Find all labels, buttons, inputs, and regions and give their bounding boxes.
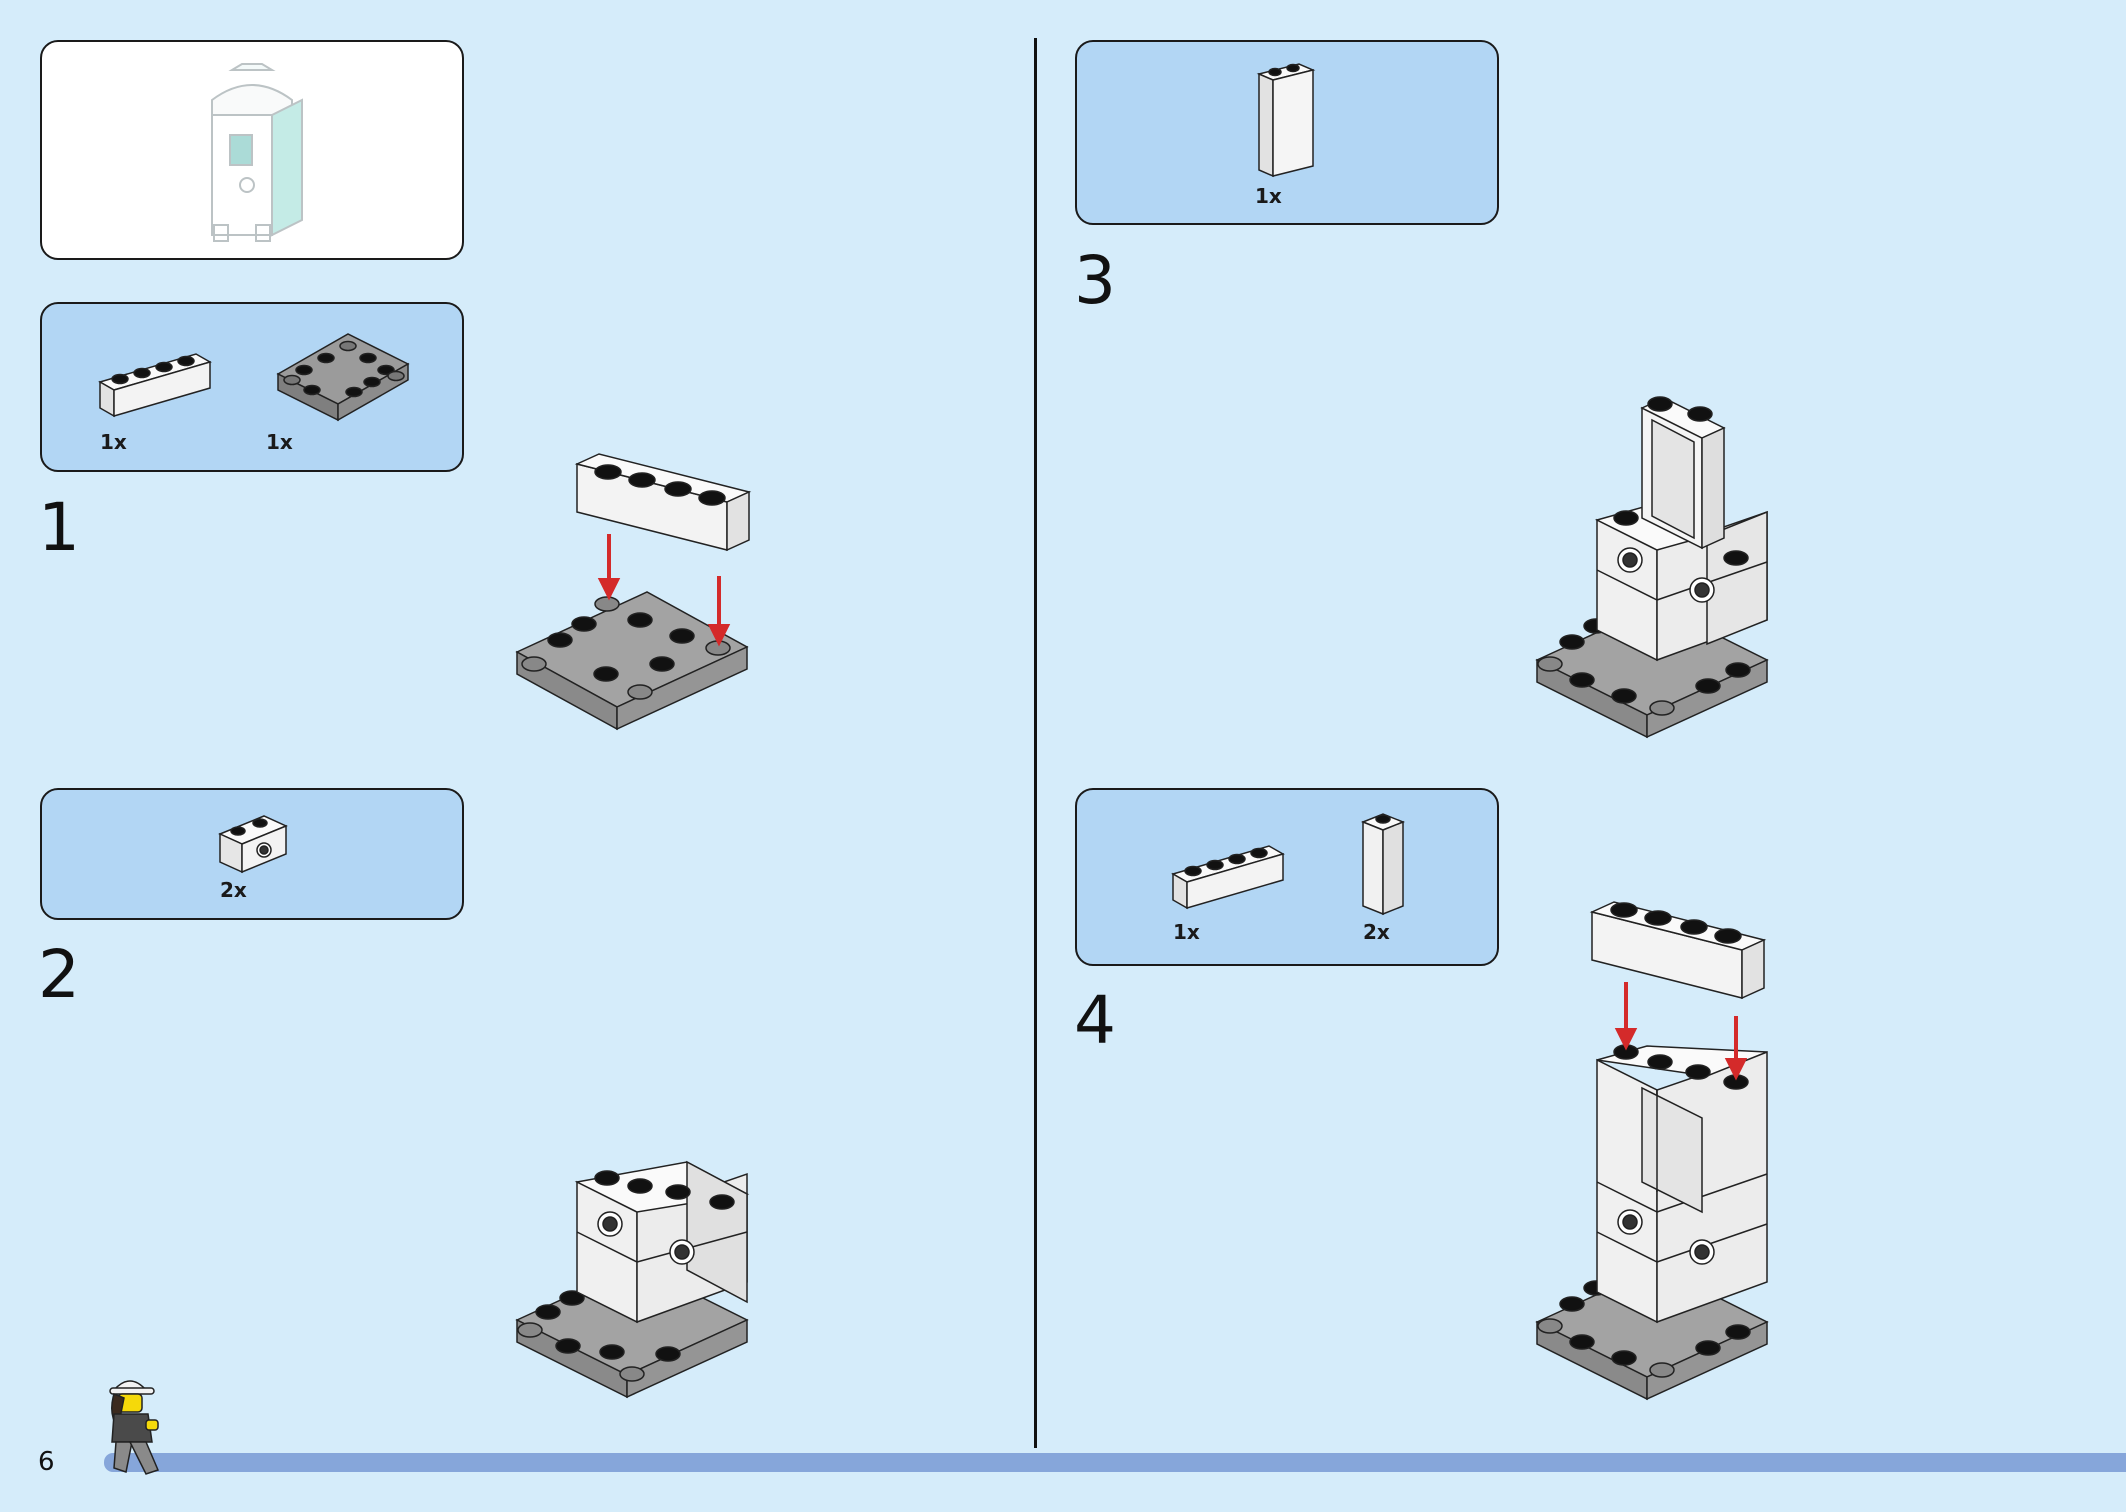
step-1-assembly-illustration bbox=[515, 453, 752, 731]
step-2-parts-box: 2x bbox=[40, 788, 464, 920]
gray-plate-4x4-icon bbox=[276, 333, 410, 422]
minifigure-worker-icon bbox=[109, 1380, 160, 1475]
step-3-number: 3 bbox=[1074, 242, 1116, 319]
white-panel-1x2x3-icon bbox=[1256, 63, 1316, 178]
step-2-number: 2 bbox=[38, 936, 80, 1013]
step-1-part-2-qty: 1x bbox=[266, 430, 293, 454]
white-brick-1x4-icon bbox=[1171, 845, 1285, 910]
step-4-parts-box: 1x 2x bbox=[1075, 788, 1499, 966]
page-number: 6 bbox=[38, 1447, 55, 1477]
step-3-assembly-illustration bbox=[1535, 396, 1769, 739]
step-4-assembly-illustration bbox=[1535, 901, 1769, 1401]
step-1-parts-box: 1x 1x bbox=[40, 302, 464, 472]
step-1-number: 1 bbox=[38, 489, 80, 566]
page-progress-bar bbox=[104, 1453, 2126, 1472]
model-preview-box bbox=[40, 40, 464, 260]
step-4-part-1-qty: 1x bbox=[1173, 920, 1200, 944]
step-1-part-1-qty: 1x bbox=[100, 430, 127, 454]
step-4-number: 4 bbox=[1074, 982, 1116, 1059]
page-column-divider bbox=[1034, 38, 1037, 1448]
portable-toilet-preview-image bbox=[211, 63, 303, 242]
step-3-part-1-qty: 1x bbox=[1255, 184, 1282, 208]
step-4-part-2-qty: 2x bbox=[1363, 920, 1390, 944]
step-2-assembly-illustration bbox=[515, 1160, 750, 1399]
step-3-parts-box: 1x bbox=[1075, 40, 1499, 225]
white-brick-1x4-icon bbox=[98, 353, 212, 418]
step-2-part-1-qty: 2x bbox=[220, 878, 247, 902]
white-brick-1x2-hole-icon bbox=[218, 815, 288, 874]
white-brick-1x1x3-icon bbox=[1360, 813, 1406, 916]
